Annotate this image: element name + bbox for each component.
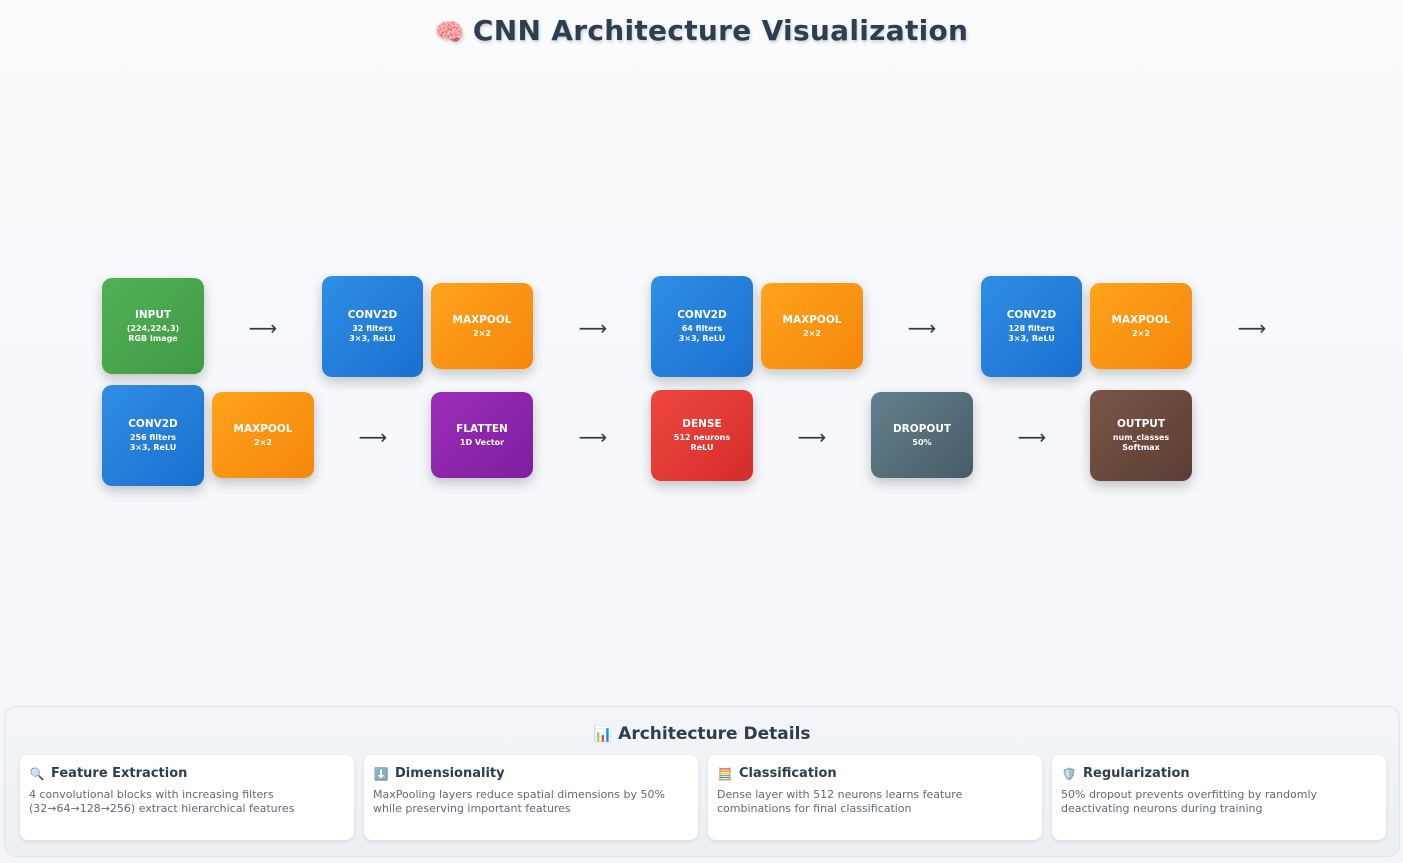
node-dropout-line-1: 50% <box>912 437 932 447</box>
node-input-line-1: (224,224,3) <box>126 323 180 333</box>
card-classification: 🧮 Classification Dense layer with 512 ne… <box>708 755 1042 840</box>
card-title: Regularization <box>1083 766 1190 781</box>
brain-icon: 🧠 <box>434 18 465 46</box>
card-dimensionality: ⬇️ Dimensionality MaxPooling layers redu… <box>364 755 698 840</box>
card-title: Dimensionality <box>395 766 505 781</box>
node-dropout-name: DROPOUT <box>892 422 952 435</box>
node-conv2d-3-line-2: 3×3, ReLU <box>1008 334 1055 343</box>
node-flatten: FLATTEN 1D Vector <box>431 392 533 478</box>
node-input-line-2: RGB Image <box>128 333 178 343</box>
node-dense: DENSE 512 neurons ReLU <box>651 390 753 481</box>
card-header: 🔍 Feature Extraction <box>29 766 345 781</box>
node-conv2d-4: CONV2D 256 filters 3×3, ReLU <box>102 385 204 486</box>
arrow-icon: ⟶ <box>797 425 827 449</box>
architecture-details-panel: 📊 Architecture Details 🔍 Feature Extracti… <box>4 706 1400 857</box>
card-header: 🧮 Classification <box>717 766 1033 781</box>
node-output-line-1: num_classes <box>1112 433 1170 442</box>
card-text: 50% dropout prevents overfitting by rand… <box>1061 788 1318 815</box>
node-maxpool-3-line-1: 2×2 <box>1132 328 1150 338</box>
details-title-text: Architecture Details <box>618 724 811 744</box>
node-conv2d-2: CONV2D 64 filters 3×3, ReLU <box>651 276 753 377</box>
node-maxpool-1-line-1: 2×2 <box>473 328 491 338</box>
arrow-icon: ⟶ <box>578 316 608 340</box>
node-maxpool-4-name: MAXPOOL <box>233 422 293 435</box>
node-input: INPUT (224,224,3) RGB Image <box>102 278 204 374</box>
card-regularization: 🛡️ Regularization 50% dropout prevents o… <box>1052 755 1386 840</box>
node-conv2d-4-line-2: 3×3, ReLU <box>129 443 177 452</box>
node-conv2d-4-name: CONV2D <box>128 418 178 430</box>
node-dense-line-1: 512 neurons <box>673 433 731 442</box>
arrow-icon: ⟶ <box>1237 316 1267 340</box>
node-maxpool-1: MAXPOOL 2×2 <box>431 283 533 369</box>
node-output-name: OUTPUT <box>1117 418 1165 430</box>
cnn-diagram: INPUT (224,224,3) RGB Image ⟶ CONV2D 32 … <box>102 276 1267 486</box>
details-title: 📊 Architecture Details <box>5 724 1399 744</box>
node-conv2d-1: CONV2D 32 filters 3×3, ReLU <box>322 276 423 377</box>
node-conv2d-2-name: CONV2D <box>677 309 727 321</box>
card-title: Classification <box>739 766 837 781</box>
node-maxpool-2-name: MAXPOOL <box>782 313 842 326</box>
node-conv2d-2-line-2: 3×3, ReLU <box>678 334 726 343</box>
node-maxpool-4-line-1: 2×2 <box>254 437 272 447</box>
arrow-icon: ⟶ <box>578 425 608 449</box>
arrow-icon: ⟶ <box>248 316 278 340</box>
node-maxpool-4: MAXPOOL 2×2 <box>212 392 314 478</box>
node-conv2d-3-line-1: 128 filters <box>1008 324 1055 333</box>
shield-icon: 🛡️ <box>1061 766 1077 781</box>
bar-chart-icon: 📊 <box>593 725 613 743</box>
node-flatten-line-1: 1D Vector <box>459 437 505 447</box>
node-maxpool-3: MAXPOOL 2×2 <box>1090 283 1192 369</box>
node-conv2d-4-line-1: 256 filters <box>129 433 177 442</box>
node-conv2d-1-line-2: 3×3, ReLU <box>349 334 396 343</box>
node-output: OUTPUT num_classes Softmax <box>1090 390 1192 481</box>
node-dropout: DROPOUT 50% <box>871 392 973 478</box>
card-header: 🛡️ Regularization <box>1061 766 1377 781</box>
node-output-line-2: Softmax <box>1122 443 1160 452</box>
node-conv2d-1-name: CONV2D <box>347 309 398 321</box>
node-maxpool-2: MAXPOOL 2×2 <box>761 283 863 369</box>
page-title: 🧠CNN Architecture Visualization <box>0 14 1403 47</box>
card-text: 4 convolutional blocks with increasing f… <box>29 788 295 815</box>
node-conv2d-2-line-1: 64 filters <box>681 324 723 333</box>
card-title: Feature Extraction <box>51 766 188 781</box>
card-header: ⬇️ Dimensionality <box>373 766 689 781</box>
node-conv2d-1-line-1: 32 filters <box>352 324 393 333</box>
arrow-icon: ⟶ <box>358 425 388 449</box>
node-conv2d-3-name: CONV2D <box>1006 309 1057 321</box>
node-dense-name: DENSE <box>682 418 722 430</box>
down-arrow-icon: ⬇️ <box>373 766 389 781</box>
node-maxpool-3-name: MAXPOOL <box>1111 313 1171 326</box>
node-dense-line-2: ReLU <box>690 443 714 452</box>
node-maxpool-2-line-1: 2×2 <box>803 328 821 338</box>
node-conv2d-3: CONV2D 128 filters 3×3, ReLU <box>981 276 1082 377</box>
arrow-icon: ⟶ <box>1017 425 1047 449</box>
magnifier-icon: 🔍 <box>29 766 45 781</box>
node-input-name: INPUT <box>134 308 172 321</box>
arrow-icon: ⟶ <box>907 316 937 340</box>
node-flatten-name: FLATTEN <box>456 422 508 435</box>
card-text: MaxPooling layers reduce spatial dimensi… <box>373 788 665 815</box>
page-title-text: CNN Architecture Visualization <box>472 14 969 47</box>
node-maxpool-1-name: MAXPOOL <box>452 313 512 326</box>
abacus-icon: 🧮 <box>717 766 733 781</box>
card-feature-extraction: 🔍 Feature Extraction 4 convolutional blo… <box>20 755 354 840</box>
card-text: Dense layer with 512 neurons learns feat… <box>717 788 963 815</box>
